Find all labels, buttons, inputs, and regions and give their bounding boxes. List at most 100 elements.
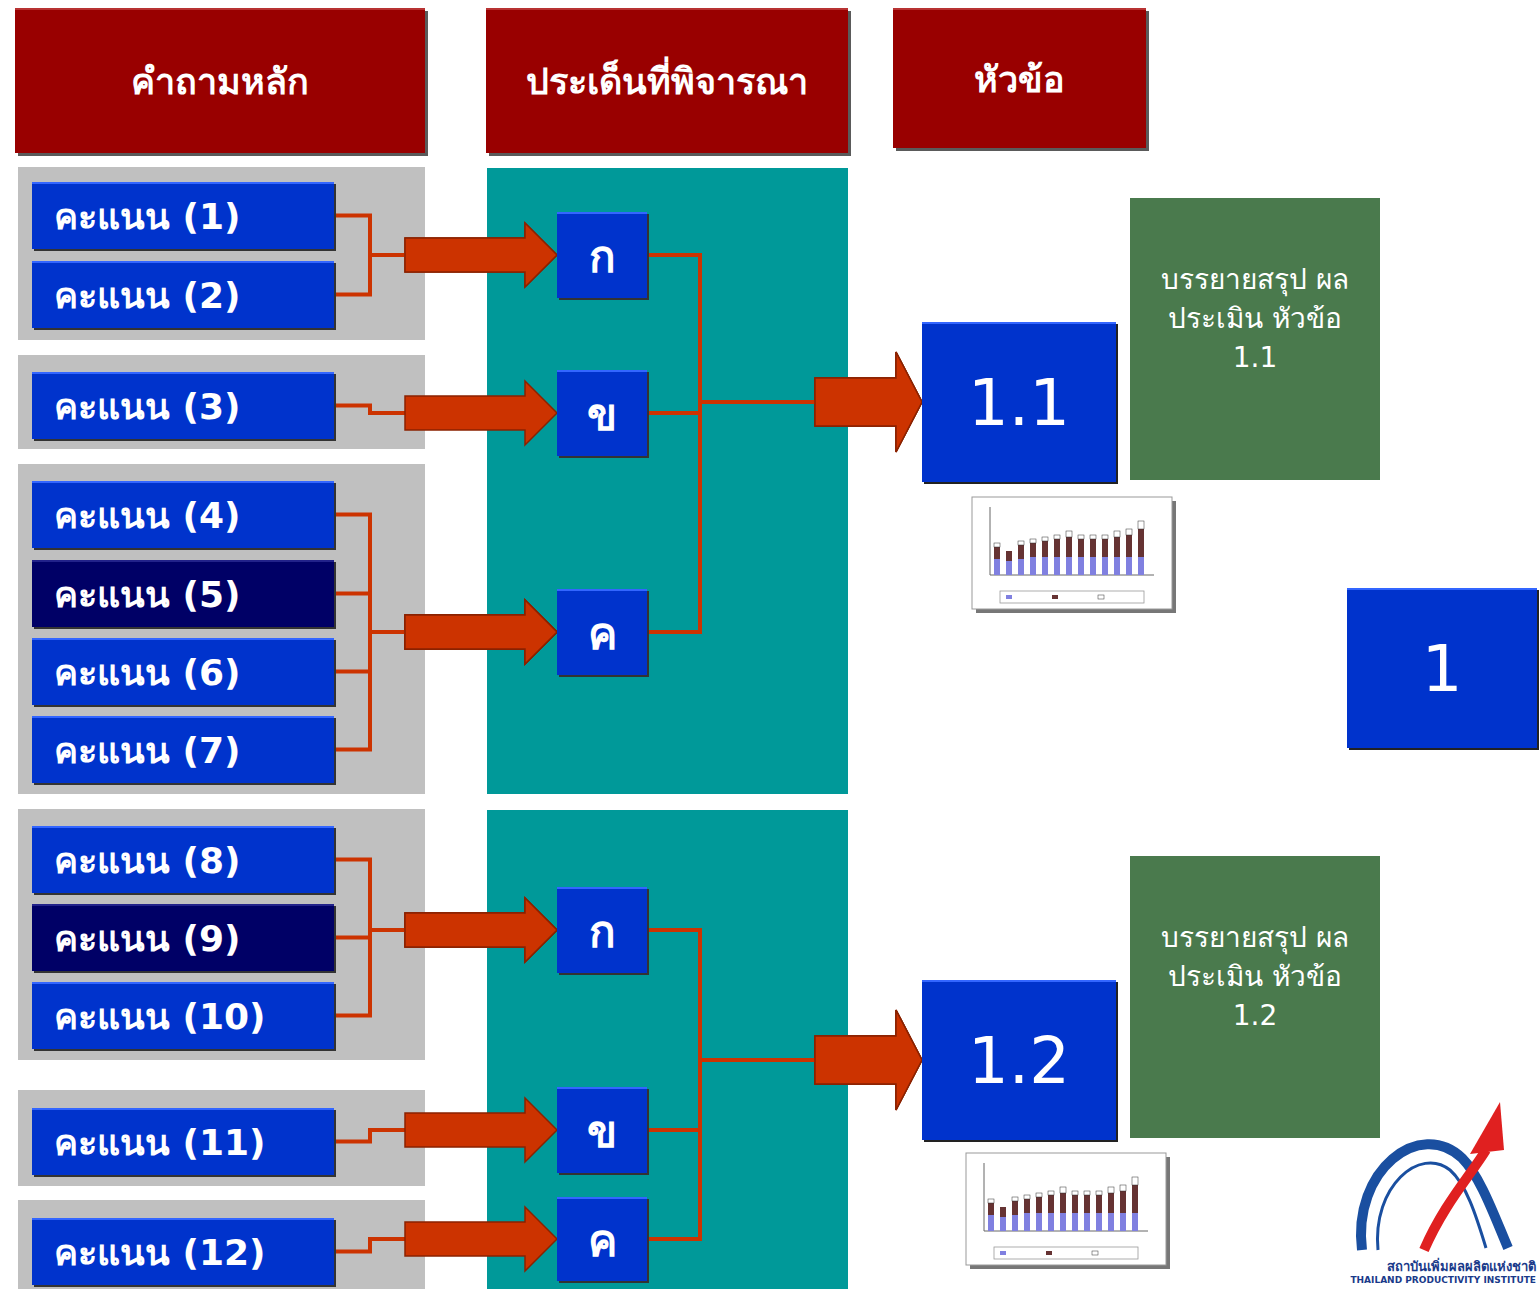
topic-box: 1 (1347, 588, 1537, 748)
flow-arrow (334, 898, 557, 1016)
institute-logo (1361, 1102, 1508, 1250)
block-arrow (815, 1010, 922, 1110)
connector-line (334, 216, 409, 256)
criterion-box: ข (557, 1087, 647, 1173)
flow-arrow (647, 1010, 922, 1239)
box-text: คะแนน (5) (54, 566, 241, 623)
connector-line (334, 930, 409, 1016)
connector-line (334, 406, 409, 414)
flow-arrow (647, 1010, 922, 1130)
score-box: คะแนน (5) (32, 560, 334, 627)
connector-line (647, 402, 819, 632)
box-text: บรรยายสรุป ผลประเมิน หัวข้อ 1.2 (1160, 918, 1350, 1036)
block-arrow (405, 600, 557, 664)
institute-name: สถาบันเพิ่มผลผลิตแห่งชาติ (1387, 1256, 1536, 1277)
group-panel (18, 355, 425, 449)
block-arrow (405, 600, 557, 664)
score-box: คะแนน (12) (32, 1218, 334, 1285)
flow-arrow (334, 860, 557, 963)
box-text: คะแนน (9) (54, 910, 241, 967)
block-arrow (815, 1010, 922, 1110)
box-text: ข (587, 379, 617, 449)
connector-line (334, 632, 409, 750)
box-text: คะแนน (7) (54, 722, 241, 779)
criterion-box: ก (557, 212, 647, 298)
flow-arrow (334, 594, 557, 665)
criterion-box: ก (557, 887, 647, 973)
box-text: คะแนน (3) (54, 378, 241, 435)
score-box: คะแนน (9) (32, 904, 334, 971)
block-arrow (405, 223, 557, 287)
block-arrow (405, 600, 557, 664)
connector-line (334, 860, 409, 931)
connector-line (334, 594, 409, 633)
flow-arrow (334, 600, 557, 750)
block-arrow (815, 352, 922, 452)
box-text: 1.1 (968, 366, 1070, 440)
column-header: ประเด็นที่พิจารณา (486, 8, 848, 153)
summary-box: บรรยายสรุป ผลประเมิน หัวข้อ 1.1 (1130, 198, 1380, 480)
flow-arrow (334, 223, 557, 295)
flow-arrow (334, 600, 557, 672)
column-header: หัวข้อ (893, 8, 1146, 148)
box-text: ประเด็นที่พิจารณา (526, 53, 808, 110)
block-arrow (405, 1207, 557, 1271)
group-panel (18, 1090, 425, 1186)
box-text: คะแนน (11) (54, 1114, 266, 1171)
chart-thumbnail (966, 1153, 1170, 1269)
box-text: 1.2 (968, 1024, 1070, 1098)
box-text: คะแนน (10) (54, 988, 266, 1045)
box-text: คะแนน (8) (54, 832, 241, 889)
box-text: คะแนน (12) (54, 1224, 266, 1281)
score-box: คะแนน (2) (32, 261, 334, 328)
block-arrow (405, 381, 557, 445)
column-header: คำถามหลัก (15, 8, 425, 153)
flow-arrow (334, 515, 557, 665)
connector-line (647, 1060, 819, 1130)
score-box: คะแนน (8) (32, 826, 334, 893)
chart-thumbnail (972, 497, 1176, 613)
connector-line (334, 1239, 409, 1252)
block-arrow (405, 898, 557, 962)
block-arrow (405, 223, 557, 287)
block-arrow (405, 1098, 557, 1162)
flow-arrow (334, 216, 557, 288)
box-text: ข (587, 1096, 617, 1166)
flow-arrow (334, 898, 557, 962)
criterion-box: ค (557, 1197, 647, 1281)
box-text: คะแนน (4) (54, 487, 241, 544)
box-text: บรรยายสรุป ผลประเมิน หัวข้อ 1.1 (1160, 260, 1350, 378)
box-text: 1 (1422, 632, 1463, 706)
score-group-panels (18, 167, 425, 1289)
score-box: คะแนน (10) (32, 982, 334, 1049)
score-box: คะแนน (3) (32, 372, 334, 439)
connector-line (334, 1130, 409, 1142)
box-text: คะแนน (2) (54, 267, 241, 324)
topic-box: 1.1 (922, 322, 1116, 482)
criterion-box: ข (557, 370, 647, 456)
box-text: คำถามหลัก (131, 53, 309, 110)
group-panel (18, 167, 425, 340)
score-box: คะแนน (11) (32, 1108, 334, 1175)
box-text: คะแนน (6) (54, 644, 241, 701)
group-panel (18, 464, 425, 794)
institute-name-english: THAILAND PRODUCTIVITY INSTITUTE (1350, 1275, 1536, 1285)
block-arrow (815, 1010, 922, 1110)
connector-line (647, 255, 819, 402)
flow-arrow (334, 381, 557, 445)
group-panel (18, 1200, 425, 1289)
block-arrow (815, 352, 922, 452)
box-text: ค (588, 1205, 617, 1275)
flow-arrow (334, 1098, 557, 1162)
connector-line (334, 255, 409, 295)
flow-arrow (647, 255, 922, 452)
flow-arrow (334, 1207, 557, 1271)
score-box: คะแนน (7) (32, 716, 334, 783)
box-text: ค (588, 598, 617, 668)
flow-arrow (647, 352, 922, 632)
box-text: ก (589, 896, 616, 966)
box-text: คะแนน (1) (54, 188, 241, 245)
connector-line (334, 515, 409, 633)
block-arrow (815, 352, 922, 452)
group-panel (18, 809, 425, 1060)
